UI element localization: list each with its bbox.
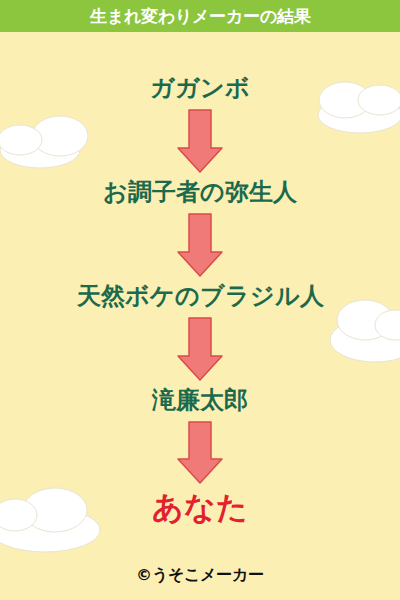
caption-area: ©うそこメーカー [0, 565, 400, 586]
block-arrow [178, 422, 222, 483]
step-text: あなた [152, 489, 248, 525]
caption-text: ©うそこメーカー [136, 565, 264, 584]
step-text: ガガンボ [150, 74, 250, 102]
block-arrow [178, 110, 222, 172]
title-text: 生まれ変わりメーカーの結果 [90, 5, 311, 28]
cloud [0, 116, 88, 168]
step-text: 天然ボケのブラジル人 [77, 282, 324, 310]
title-band: 生まれ変わりメーカーの結果 [0, 0, 400, 32]
block-arrow [178, 214, 222, 276]
step-text: お調子者の弥生人 [103, 178, 297, 206]
chain-step: お調子者の弥生人 [99, 174, 301, 210]
chain-step: あなた [148, 485, 252, 531]
cloud [318, 82, 400, 133]
block-arrow [178, 318, 222, 380]
cloud [330, 300, 400, 362]
cloud [0, 488, 100, 552]
chain-step: 天然ボケのブラジル人 [73, 278, 328, 314]
step-text: 滝廉太郎 [152, 386, 248, 414]
chain-step: ガガンボ [146, 70, 254, 106]
chain-step: 滝廉太郎 [148, 382, 252, 418]
